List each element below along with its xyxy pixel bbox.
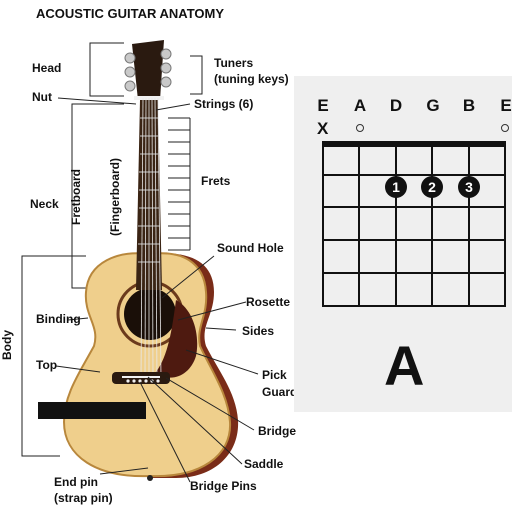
string-name-high-e: E <box>500 96 512 115</box>
leader-top <box>55 365 101 373</box>
label-frets: Frets <box>201 174 231 188</box>
string-name-low-e: E <box>317 96 329 115</box>
leader-lines <box>55 97 259 483</box>
string-name-a: A <box>353 96 367 115</box>
leader-end-pin <box>99 467 149 475</box>
label-bridge-pins: Bridge Pins <box>190 479 257 493</box>
strings <box>140 97 162 379</box>
label-end-pin: End pin <box>54 475 98 489</box>
pickguard <box>156 300 198 378</box>
label-guard: Guard <box>262 385 298 399</box>
leader-rosette <box>177 301 247 321</box>
chord-grid <box>322 141 506 307</box>
label-nut: Nut <box>32 90 52 104</box>
end-pin <box>147 475 153 481</box>
finger-dot-1: 1 <box>385 176 407 198</box>
label-fretboard: Fretboard <box>69 168 84 226</box>
frets-ladder <box>168 117 191 251</box>
leader-strings <box>155 103 191 111</box>
open-string-marker-high-e <box>501 124 509 132</box>
label-binding: Binding <box>36 312 81 326</box>
label-sound-hole: Sound Hole <box>217 241 284 255</box>
leader-bridge <box>165 377 255 431</box>
label-strap-pin: (strap pin) <box>54 491 113 505</box>
saddle <box>122 376 160 378</box>
redaction-bar <box>38 402 146 419</box>
head-bracket <box>89 42 124 97</box>
leader-sides <box>205 327 237 331</box>
label-strings: Strings (6) <box>194 97 254 111</box>
label-head: Head <box>32 61 62 75</box>
open-string-marker-a <box>356 124 364 132</box>
label-top: Top <box>36 358 58 372</box>
string-name-g: G <box>426 96 440 115</box>
string-name-d: D <box>389 96 403 115</box>
body-bracket <box>21 255 86 457</box>
leader-bridge-pins <box>139 381 191 483</box>
muted-string-marker: X <box>317 119 329 138</box>
label-rosette: Rosette <box>246 295 291 309</box>
leader-saddle <box>147 376 243 465</box>
label-saddle: Saddle <box>244 457 284 471</box>
leader-nut <box>57 97 137 105</box>
headstock <box>132 40 164 100</box>
leader-sound-hole <box>161 255 215 299</box>
diagram-title: ACOUSTIC GUITAR ANATOMY <box>36 6 225 21</box>
label-brackets <box>21 42 203 457</box>
tuners-bracket <box>190 55 203 95</box>
finger-dot-2: 2 <box>421 176 443 198</box>
label-tuners-sub: (tuning keys) <box>214 72 289 86</box>
label-pick: Pick <box>262 368 287 382</box>
string-name-b: B <box>462 96 476 115</box>
leader-pickguard <box>185 349 259 375</box>
chord-chart-panel: E A D G B E X 1 2 3 A <box>294 76 512 412</box>
label-sides: Sides <box>242 324 275 338</box>
label-fingerboard: (Fingerboard) <box>108 158 122 236</box>
label-bridge: Bridge <box>258 424 297 438</box>
chord-name: A <box>384 334 425 397</box>
tuning-keys <box>124 48 172 92</box>
leader-binding <box>67 317 89 321</box>
finger-dot-3: 3 <box>458 176 480 198</box>
label-body: Body <box>0 330 14 360</box>
neck-bracket <box>71 103 124 289</box>
label-tuners: Tuners <box>214 56 254 70</box>
label-neck: Neck <box>30 197 59 211</box>
sound-hole <box>124 288 176 340</box>
